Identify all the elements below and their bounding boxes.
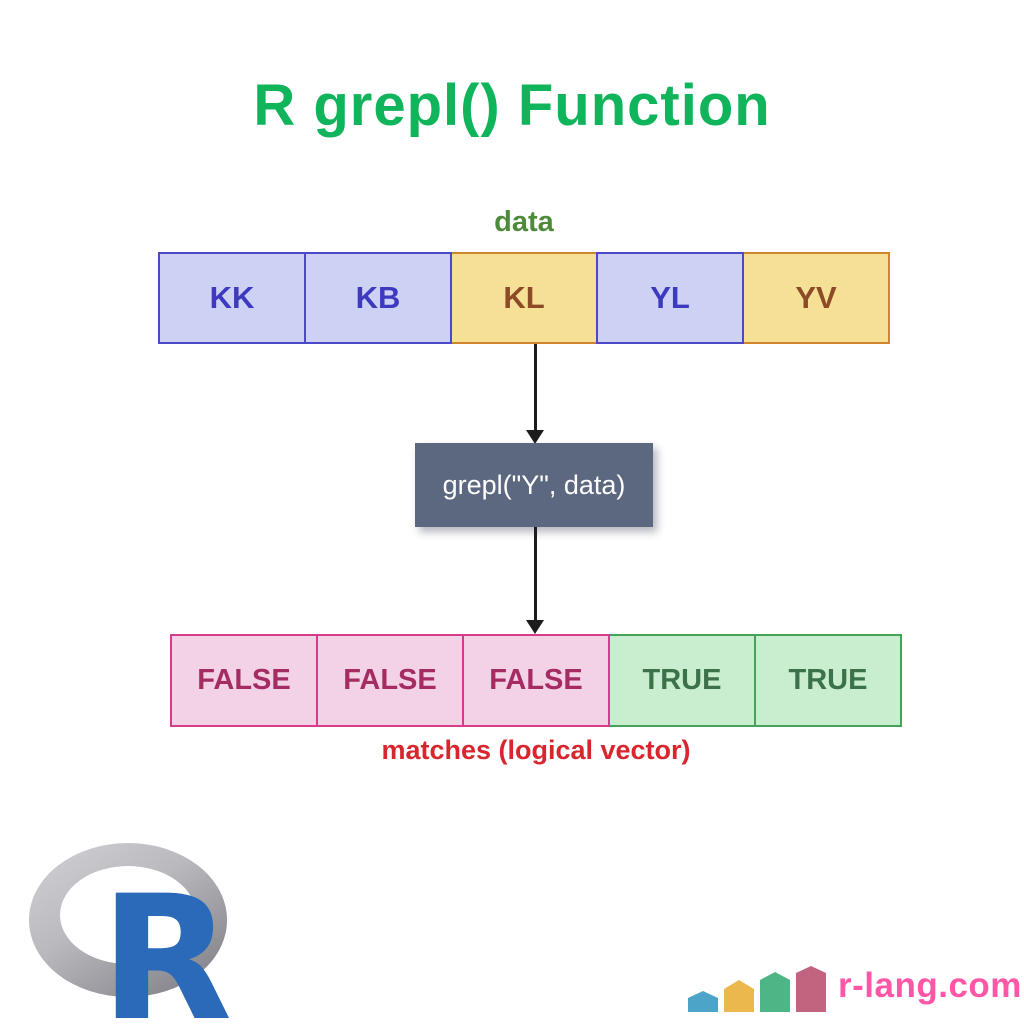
- input-cell-4: YL: [596, 252, 744, 344]
- arrow-down-1-head-icon: [526, 430, 544, 444]
- bar-chart-icon-bar-rose: [796, 966, 826, 1012]
- input-vector-label: data: [494, 206, 554, 238]
- r-logo-letter: R: [100, 858, 232, 1024]
- input-vector-row: KK KB KL YL YV: [158, 252, 890, 344]
- site-name: r-lang.com: [838, 966, 1022, 1005]
- arrow-down-1-line: [534, 344, 537, 432]
- input-cell-1: KK: [158, 252, 306, 344]
- output-vector-row: FALSE FALSE FALSE TRUE TRUE: [170, 634, 902, 727]
- input-cell-3: KL: [450, 252, 598, 344]
- arrow-down-2-line: [534, 527, 537, 622]
- bar-chart-icon-bar-green: [760, 972, 790, 1012]
- output-cell-4: TRUE: [608, 634, 756, 727]
- output-vector-label: matches (logical vector): [381, 735, 691, 765]
- bar-chart-icon-bar-blue: [688, 991, 718, 1012]
- output-cell-1: FALSE: [170, 634, 318, 727]
- grepl-function-box: grepl("Y", data): [415, 443, 653, 527]
- page-title: R grepl() Function: [253, 73, 771, 138]
- output-cell-5: TRUE: [754, 634, 902, 727]
- output-cell-3: FALSE: [462, 634, 610, 727]
- r-logo-ring: [28, 843, 228, 997]
- output-cell-2: FALSE: [316, 634, 464, 727]
- bar-chart-icon-bar-amber: [724, 980, 754, 1012]
- input-cell-5: YV: [742, 252, 890, 344]
- r-logo: R: [28, 843, 232, 1024]
- arrow-down-2-head-icon: [526, 620, 544, 634]
- bar-chart-icon: [688, 966, 826, 1012]
- input-cell-2: KB: [304, 252, 452, 344]
